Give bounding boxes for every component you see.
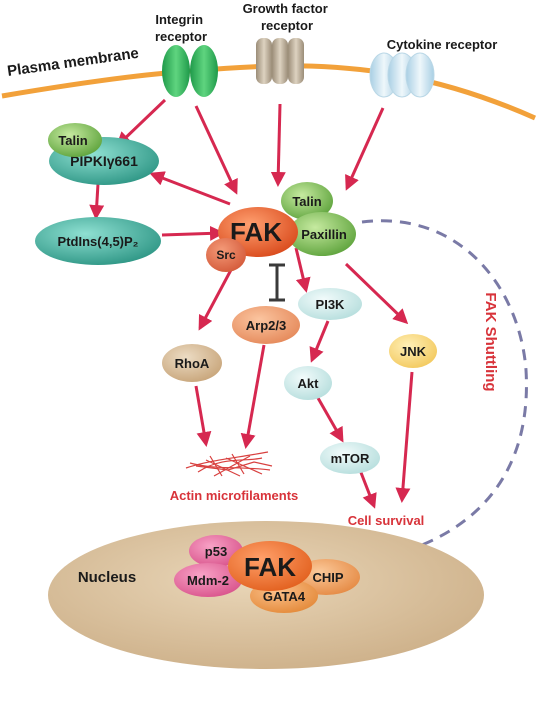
arrow-cytokine-to-paxillin [345, 107, 385, 191]
chip-label: CHIP [312, 570, 343, 585]
arrow-fak-to-rhoa [198, 267, 234, 331]
arrow-fak-to-pi3k [294, 247, 311, 293]
nucleus-fak-node [228, 541, 312, 591]
plasma-membrane-label: Plasma membrane [6, 45, 140, 80]
growth-factor-label-line1: Growth factor [243, 1, 328, 16]
ptdins-node [35, 217, 161, 265]
talin-left-node [48, 123, 102, 157]
arrow-ptdins-to-fak [161, 225, 225, 241]
arrow-integrin-to-fak [194, 105, 238, 195]
arrow-pipki-to-ptdins [89, 183, 105, 220]
arp23-node [232, 306, 300, 344]
nucleus-label: Nucleus [78, 569, 136, 586]
gata4-label: GATA4 [263, 589, 306, 604]
rhoa-label: RhoA [175, 356, 210, 371]
paxillin-label: Paxillin [301, 227, 347, 242]
src-node [206, 238, 246, 272]
pi3k-label: PI3K [316, 297, 346, 312]
nucleus-fak-label: FAK [244, 552, 296, 582]
actin-microfilaments-icon [185, 451, 273, 477]
paxillin-node [288, 212, 356, 256]
growth-factor-label-line2: receptor [261, 18, 313, 33]
jnk-label: JNK [400, 344, 427, 359]
talin-right-label: Talin [292, 194, 321, 209]
svg-text:Integrin receptor: Integrin receptor [155, 12, 207, 44]
arrow-arp23-to-actin [240, 344, 266, 449]
arrow-integrin-to-pipki [115, 98, 167, 148]
arrow-gfr-to-fak [270, 103, 286, 187]
arrow-mtor-to-survival [358, 469, 377, 509]
arrow-akt-to-mtor [316, 397, 344, 443]
rhoa-node [162, 344, 222, 382]
integrin-label-line2: receptor [155, 29, 207, 44]
signal-arrows [89, 98, 414, 509]
cytokine-label: Cytokine receptor [387, 37, 498, 52]
p53-label: p53 [205, 544, 227, 559]
arrow-pi3k-to-akt [309, 320, 330, 363]
fak-shuttling-label: FAK Shuttling [482, 292, 499, 391]
akt-node [284, 366, 332, 400]
cytokine-receptor [369, 52, 435, 98]
arp23-label: Arp2/3 [246, 318, 286, 333]
integrin-label-line1: Integrin [155, 12, 203, 27]
mdm2-label: Mdm-2 [187, 573, 229, 588]
talin-left-label: Talin [58, 133, 87, 148]
arrow-fak-to-pipki [149, 171, 231, 206]
pi3k-node [298, 288, 362, 320]
arrow-paxillin-to-jnk [344, 262, 409, 325]
pipki-label: PIPKIγ661 [70, 153, 138, 169]
jnk-node [389, 334, 437, 368]
growth-factor-receptor [256, 38, 304, 84]
actin-label: Actin microfilaments [170, 488, 299, 503]
src-label: Src [216, 248, 236, 262]
cell-survival-label: Cell survival [348, 513, 425, 528]
p53-node [189, 535, 243, 567]
akt-label: Akt [298, 376, 320, 391]
ptdins-label: PtdIns(4,5)P₂ [58, 234, 139, 249]
integrin-receptor [162, 45, 218, 97]
talin-right-node [281, 182, 333, 220]
arrow-jnk-to-survival [395, 371, 414, 503]
mtor-label: mTOR [331, 451, 370, 466]
svg-text:Growth factor receptor: Growth factor receptor [243, 1, 332, 33]
mdm2-node [174, 563, 242, 597]
mtor-node [320, 442, 380, 474]
inhibition-symbol [269, 263, 285, 302]
fak-shuttling-path [361, 219, 528, 562]
arrow-rhoa-to-actin [194, 385, 212, 447]
